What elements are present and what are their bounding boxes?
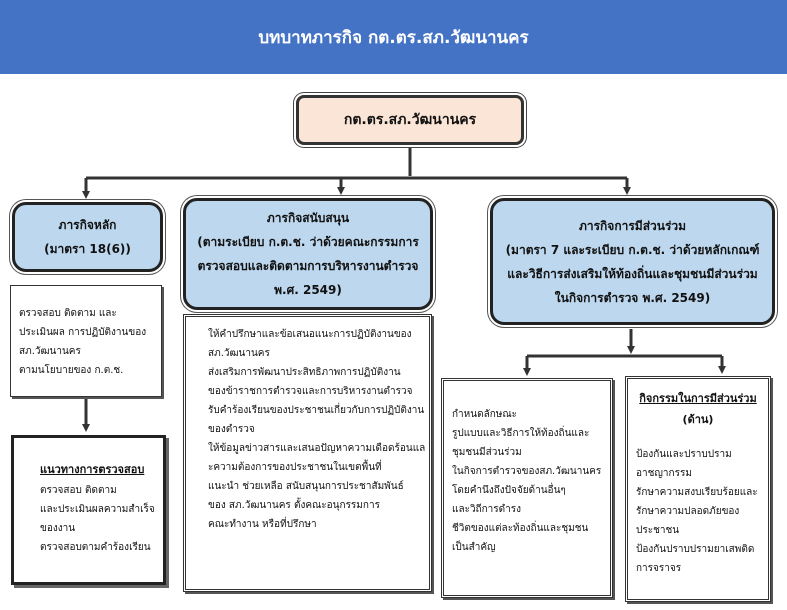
detail-line: ให้คำปรึกษาและข้อเสนอแนะการปฏิบัติงานของ <box>208 329 412 340</box>
page-title: บทบาทภารกิจ กต.ตร.สภ.วัฒนานคร <box>258 27 529 48</box>
mission-support-title: ภารกิจสนับสนุน <box>266 211 350 225</box>
activities-title: กิจกรรมในการมีส่วนร่วม <box>639 392 757 405</box>
mission-main-ref: (มาตรา 18(6)) <box>44 242 131 256</box>
mission-participation-ref: และวิธีการส่งเสริมให้ท้องถิ่นและชุมชนมีส… <box>507 266 758 281</box>
detail-line: สภ.วัฒนานคร <box>208 348 270 359</box>
detail-line: ประชาชน <box>636 525 680 536</box>
detail-line: ะความต้องการของประชาชนในเขตพื้นที่ <box>208 462 382 473</box>
mission-support-ref: พ.ศ. 2549) <box>274 283 342 297</box>
activities-box: กิจกรรมในการมีส่วนร่วม (ด้าน) ป้องกันและ… <box>625 376 771 602</box>
mission-support-ref: (ตามระเบียบ ก.ต.ช. ว่าด้วยคณะกรรมการ <box>197 235 419 249</box>
detail-line: ตามนโยบายของ ก.ต.ช. <box>19 365 124 376</box>
detail-line: ส่งเสริมการพัฒนาประสิทธิภาพการปฏิบัติงาน <box>208 367 401 378</box>
detail-line: เป็นสำคัญ <box>452 542 496 553</box>
mission-support-node: ภารกิจสนับสนุน (ตามระเบียบ ก.ต.ช. ว่าด้ว… <box>183 198 433 310</box>
detail-line: คณะทำงาน หรือที่ปรึกษา <box>208 519 317 530</box>
mission-participation-ref: ในกิจการตำรวจ พ.ศ. 2549) <box>554 290 711 305</box>
detail-line: ของข้าราชการตำรวจและการบริหารงานตำรวจ <box>208 386 413 397</box>
detail-line: อาชญากรรม <box>636 468 692 479</box>
detail-line: ของงาน <box>40 523 76 534</box>
activities-subtitle: (ด้าน) <box>682 413 714 426</box>
detail-line: กำหนดลักษณะ <box>452 409 518 420</box>
detail-line: และประเมินผลความสำเร็จ <box>40 504 155 515</box>
support-detail-box: ให้คำปรึกษาและข้อเสนอแนะการปฏิบัติงานของ… <box>183 314 432 592</box>
detail-line: และวิถีการดำรง <box>452 504 522 515</box>
detail-line: สภ.วัฒนานคร <box>19 346 81 357</box>
participation-detail-box: กำหนดลักษณะ รูปแบบและวิธีการให้ท้องถิ่นแ… <box>441 378 613 598</box>
detail-line: ชีวิตของแต่ละท้องถิ่นและชุมชน <box>452 523 589 534</box>
detail-line: ชุมชนมีส่วนร่วม <box>452 447 522 458</box>
mission-participation-title: ภารกิจการมีส่วนร่วม <box>578 218 687 233</box>
detail-line: รักษาความสงบเรียบร้อยและ <box>636 487 758 498</box>
detail-line: ให้ข้อมูลข่าวสารและเสนอปัญหาความเดือดร้อ… <box>208 443 426 454</box>
mission-main-title: ภารกิจหลัก <box>58 218 117 232</box>
detail-line: ตรวจสอบ ติดตาม <box>40 485 117 496</box>
root-node: กต.ตร.สภ.วัฒนานคร <box>296 95 524 145</box>
mission-participation-ref: (มาตรา 7 และระเบียบ ก.ต.ช. ว่าด้วยหลักเก… <box>505 242 760 257</box>
mission-participation-node: ภารกิจการมีส่วนร่วม (มาตรา 7 และระเบียบ … <box>490 198 775 325</box>
detail-line: ประเมินผล การปฏิบัติงานของ <box>19 327 147 338</box>
detail-line: ป้องกันปราบปรามยาเสพติด <box>636 544 755 555</box>
mission-main-node: ภารกิจหลัก (มาตรา 18(6)) <box>12 202 163 272</box>
detail-line: ของตำรวจ <box>208 424 255 435</box>
detail-line: รูปแบบและวิธีการให้ท้องถิ่นและ <box>452 428 590 439</box>
detail-line: โดยคำนึงถึงปัจจัยด้านอื่นๆ <box>452 485 566 496</box>
detail-line: ป้องกันและปราบปราม <box>636 449 732 460</box>
detail-line: ตรวจสอบตามคำร้องเรียน <box>40 542 151 553</box>
detail-line: รับคำร้องเรียนของประชาชนเกี่ยวกับการปฏิบ… <box>208 405 425 416</box>
main-detail-box: ตรวจสอบ ติดตาม และ ประเมินผล การปฏิบัติง… <box>10 285 162 397</box>
detail-line: ของ สภ.วัฒนานคร ตั้งคณะอนุกรรมการ <box>208 500 380 511</box>
root-label: กต.ตร.สภ.วัฒนานคร <box>343 112 477 128</box>
detail-line: ตรวจสอบ ติดตาม และ <box>19 308 117 319</box>
detail-line: ในกิจการตำรวจของสภ.วัฒนานคร <box>452 466 602 477</box>
mission-support-ref: ตรวจสอบและติดตามการบริหารงานตำรวจ <box>197 259 419 273</box>
page-header: บทบาทภารกิจ กต.ตร.สภ.วัฒนานคร <box>0 0 787 74</box>
guideline-title: แนวทางการตรวจสอบ <box>40 463 145 476</box>
detail-line: การจราจร <box>636 563 682 574</box>
guideline-box: แนวทางการตรวจสอบ ตรวจสอบ ติดตาม และประเม… <box>11 435 166 585</box>
detail-line: รักษาความปลอดภัยของ <box>636 506 740 517</box>
detail-line: แนะนำ ช่วยเหลือ สนับสนุนการประชาสัมพันธ์ <box>208 481 404 492</box>
